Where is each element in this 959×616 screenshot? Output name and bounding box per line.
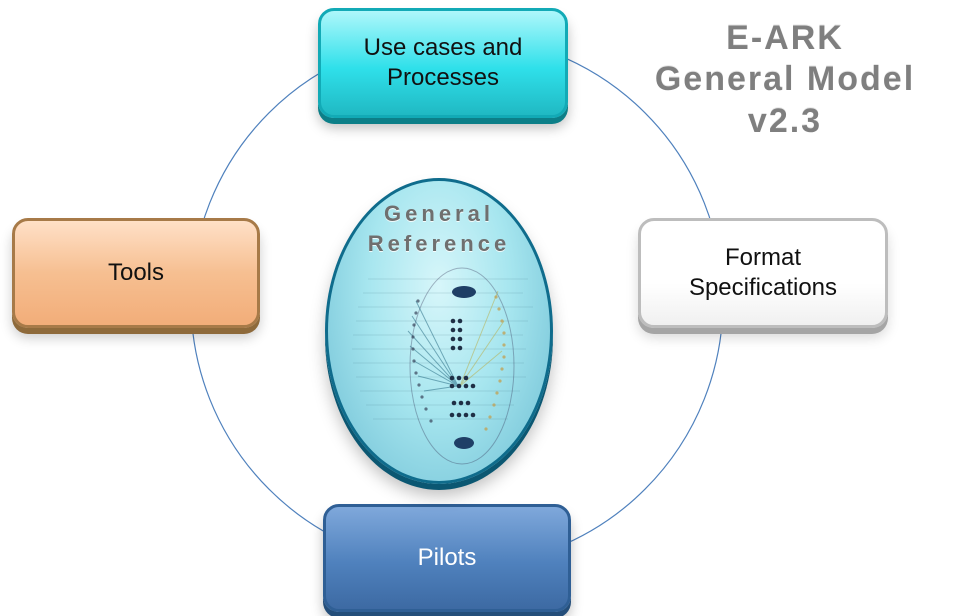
format-label-line-1: Format: [724, 244, 801, 271]
right-dot-column: [484, 295, 506, 431]
title-line-1: E-ARK: [726, 19, 844, 57]
general-reference-figure: [352, 267, 533, 465]
network-dots: [449, 318, 476, 418]
format-specifications-box: Format Specifications: [638, 218, 888, 328]
tools-label: Tools: [107, 259, 165, 286]
use-cases-and-processes-box: Use cases and Processes: [318, 8, 568, 118]
use-cases-label-line-2: Processes: [386, 64, 500, 91]
title-line-2: General Model: [654, 60, 916, 99]
network-links-yellow: [459, 290, 505, 387]
left-dot-column: [411, 299, 433, 423]
network-links: [407, 300, 459, 392]
general-reference-line-2: Reference: [367, 230, 511, 256]
network-outline: [409, 267, 515, 465]
tools-box: Tools: [12, 218, 260, 328]
pilots-box: Pilots: [323, 504, 571, 612]
title-line-3: v2.3: [747, 101, 823, 140]
faint-text-lines: [352, 278, 533, 420]
general-reference-ellipse: General Reference: [325, 178, 553, 484]
pilots-label: Pilots: [417, 544, 477, 571]
general-reference-title: General Reference: [328, 199, 550, 258]
format-label-line-2: Specifications: [688, 274, 838, 301]
general-reference-line-1: General: [384, 201, 494, 226]
diagram-title: E-ARK General Model v2.3: [620, 18, 950, 142]
top-hub: [452, 286, 476, 298]
use-cases-label-line-1: Use cases and: [363, 34, 523, 61]
bottom-hub: [454, 437, 474, 449]
